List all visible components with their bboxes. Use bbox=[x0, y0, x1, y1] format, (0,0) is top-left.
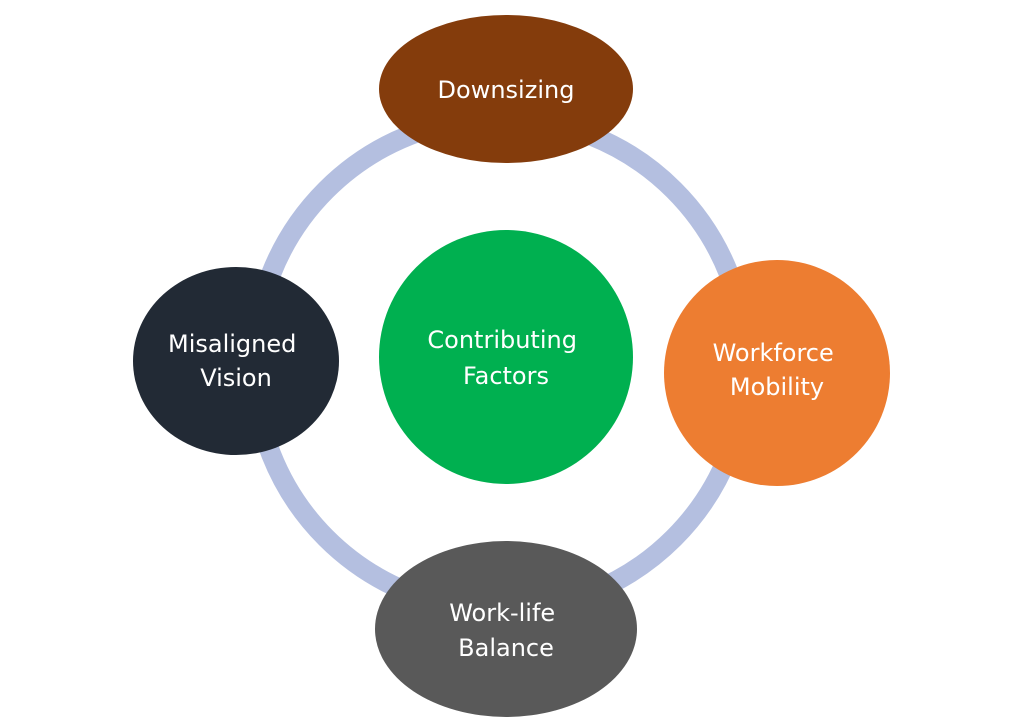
node-downsizing-label: Downsizing bbox=[438, 76, 575, 104]
center-node-label-line-2: Factors bbox=[463, 362, 549, 390]
node-work-life-balance-label-line-1: Work-life bbox=[449, 599, 555, 627]
node-workforce-mobility-label-line-1: Workforce bbox=[713, 339, 834, 367]
node-work-life-balance-shape bbox=[375, 541, 637, 717]
node-misaligned-vision: Misaligned Vision bbox=[133, 267, 339, 455]
svg-text:Contributing Factors: Contributing Factors bbox=[427, 326, 584, 390]
svg-text:Work-life Balance: Work-life Balance bbox=[449, 599, 563, 662]
node-workforce-mobility-shape bbox=[664, 260, 890, 486]
node-misaligned-vision-shape bbox=[133, 267, 339, 455]
center-node-shape bbox=[379, 230, 633, 484]
node-downsizing: Downsizing bbox=[379, 15, 633, 163]
center-node-label-line-1: Contributing bbox=[427, 326, 577, 354]
svg-text:Downsizing: Downsizing bbox=[438, 76, 575, 104]
node-work-life-balance: Work-life Balance bbox=[375, 541, 637, 717]
svg-text:Misaligned Vision: Misaligned Vision bbox=[168, 330, 304, 392]
node-downsizing-shape bbox=[379, 15, 633, 163]
node-misaligned-vision-label-line-2: Vision bbox=[200, 364, 272, 392]
node-misaligned-vision-label-line-1: Misaligned bbox=[168, 330, 296, 358]
center-node: Contributing Factors bbox=[379, 230, 633, 484]
node-workforce-mobility-label-line-2: Mobility bbox=[730, 373, 824, 401]
node-workforce-mobility: Workforce Mobility bbox=[664, 260, 890, 486]
node-work-life-balance-label-line-2: Balance bbox=[458, 634, 554, 662]
svg-text:Workforce Mobility: Workforce Mobility bbox=[713, 339, 842, 401]
